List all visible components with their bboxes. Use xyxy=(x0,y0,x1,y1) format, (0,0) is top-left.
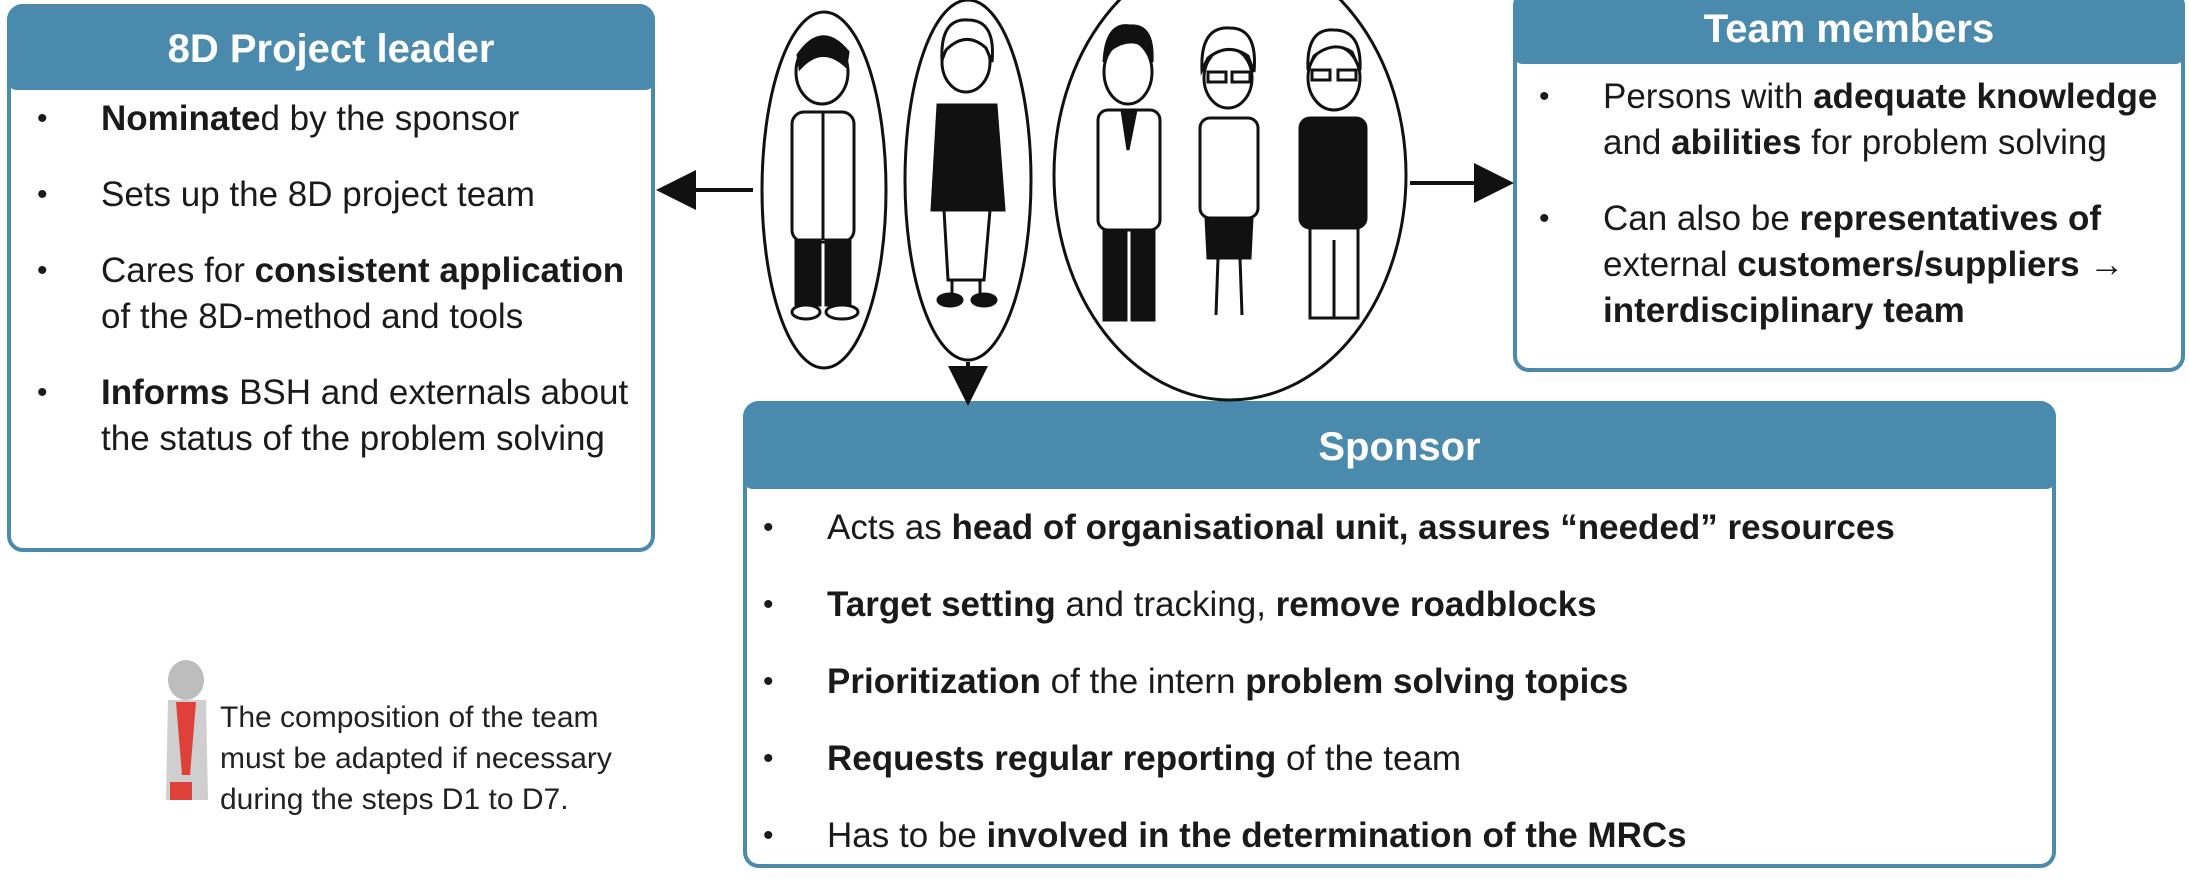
sponsor-item-text: Target setting xyxy=(827,585,1056,624)
project-leader-title: 8D Project leader xyxy=(7,4,655,90)
team-item-text: customers/suppliers → interdisciplinary … xyxy=(1603,245,2125,330)
bullet-icon: • xyxy=(37,376,48,409)
note-text: The composition of the team must be adap… xyxy=(220,701,612,816)
team-item-text: Can also be xyxy=(1603,199,1800,238)
bullet-icon: • xyxy=(1539,202,1550,235)
team-members-list: • Persons with adequate knowledge and abi… xyxy=(1513,74,2173,364)
sponsor-ellipse xyxy=(903,0,1033,362)
team-member-2-icon xyxy=(1198,26,1260,316)
team-member-3-icon xyxy=(1298,28,1368,320)
sponsor-title: Sponsor xyxy=(743,401,2056,489)
bullet-icon: • xyxy=(763,588,774,621)
sponsor-item-text: Prioritization xyxy=(827,662,1041,701)
leader-ellipse xyxy=(760,10,888,370)
leader-item-text: Informs xyxy=(101,373,230,412)
team-item-text: adequate knowledge xyxy=(1813,77,2158,116)
sponsor-box: Sponsor • Acts as head of organisational … xyxy=(743,401,2056,868)
leader-item-text: of the 8D-method and tools xyxy=(101,297,524,336)
leader-item-text: BSH and externals about the status of th… xyxy=(101,373,629,458)
team-item-text: and xyxy=(1603,123,1672,162)
bullet-icon: • xyxy=(37,178,48,211)
sponsor-item-text: Has to be xyxy=(827,816,987,855)
person-sponsor-icon xyxy=(930,18,1006,308)
team-members-box: Team members • Persons with adequate know… xyxy=(1513,0,2185,372)
person-leader-icon xyxy=(790,35,860,321)
exclamation-figure-icon xyxy=(166,660,208,800)
team-list-item: • Can also be representatives of external… xyxy=(1513,196,2173,334)
sponsor-item-text: head of organisational unit, assures “ne… xyxy=(951,508,1895,547)
team-list-item: • Persons with adequate knowledge and abi… xyxy=(1513,74,2173,166)
leader-list-item: • Nominated by the sponsor xyxy=(11,96,651,142)
people-illustration xyxy=(166,0,1514,800)
team-item-text: abilities xyxy=(1671,123,1802,162)
bullet-icon: • xyxy=(763,742,774,775)
team-ellipse xyxy=(1052,0,1408,402)
sponsor-item-text: problem solving topics xyxy=(1245,662,1629,701)
sponsor-item-text: Requests regular reporting xyxy=(827,739,1277,778)
leader-list-item: • Sets up the 8D project team xyxy=(11,172,651,218)
sponsor-list-item: • Requests regular reporting of the team xyxy=(737,736,2037,782)
leader-item-text: Sets up the 8D project team xyxy=(101,175,535,214)
bullet-icon: • xyxy=(763,511,774,544)
sponsor-list-item: • Prioritization of the intern problem so… xyxy=(737,659,2037,705)
leader-list-item: • Cares for consistent application of the… xyxy=(11,248,651,340)
project-leader-box: 8D Project leader • Nominated by the spon… xyxy=(7,4,655,552)
sponsor-item-text: Acts as xyxy=(827,508,952,547)
team-item-text: for problem solving xyxy=(1801,123,2107,162)
team-members-title: Team members xyxy=(1513,0,2185,64)
sponsor-list-item: • Has to be involved in the determination… xyxy=(737,813,2037,859)
bullet-icon: • xyxy=(1539,80,1550,113)
sponsor-list: • Acts as head of organisational unit, as… xyxy=(737,505,2037,890)
leader-list-item: • Informs BSH and externals about the sta… xyxy=(11,370,651,462)
sponsor-list-item: • Target setting and tracking, remove roa… xyxy=(737,582,2037,628)
leader-item-text: consistent application xyxy=(254,251,625,290)
bullet-icon: • xyxy=(763,819,774,852)
team-item-text: Persons with xyxy=(1603,77,1814,116)
leader-item-text: d by the sponsor xyxy=(260,99,520,138)
sponsor-list-item: • Acts as head of organisational unit, as… xyxy=(737,505,2037,551)
leader-item-text: Nominate xyxy=(101,99,261,138)
bullet-icon: • xyxy=(37,254,48,287)
bullet-icon: • xyxy=(763,665,774,698)
team-item-text: external xyxy=(1603,245,1738,284)
sponsor-item-text: of the intern xyxy=(1040,662,1246,701)
team-member-1-icon xyxy=(1096,24,1162,322)
sponsor-item-text: of the team xyxy=(1276,739,1462,778)
sponsor-item-text: and tracking, xyxy=(1055,585,1276,624)
project-leader-list: • Nominated by the sponsor • Sets up the 8D… xyxy=(11,96,651,492)
leader-item-text: Cares for xyxy=(101,251,255,290)
bullet-icon: • xyxy=(37,102,48,135)
sponsor-item-text: involved in the determination of the MRC… xyxy=(986,816,1687,855)
sponsor-item-text: remove roadblocks xyxy=(1275,585,1597,624)
team-item-text: representatives of xyxy=(1799,199,2102,238)
